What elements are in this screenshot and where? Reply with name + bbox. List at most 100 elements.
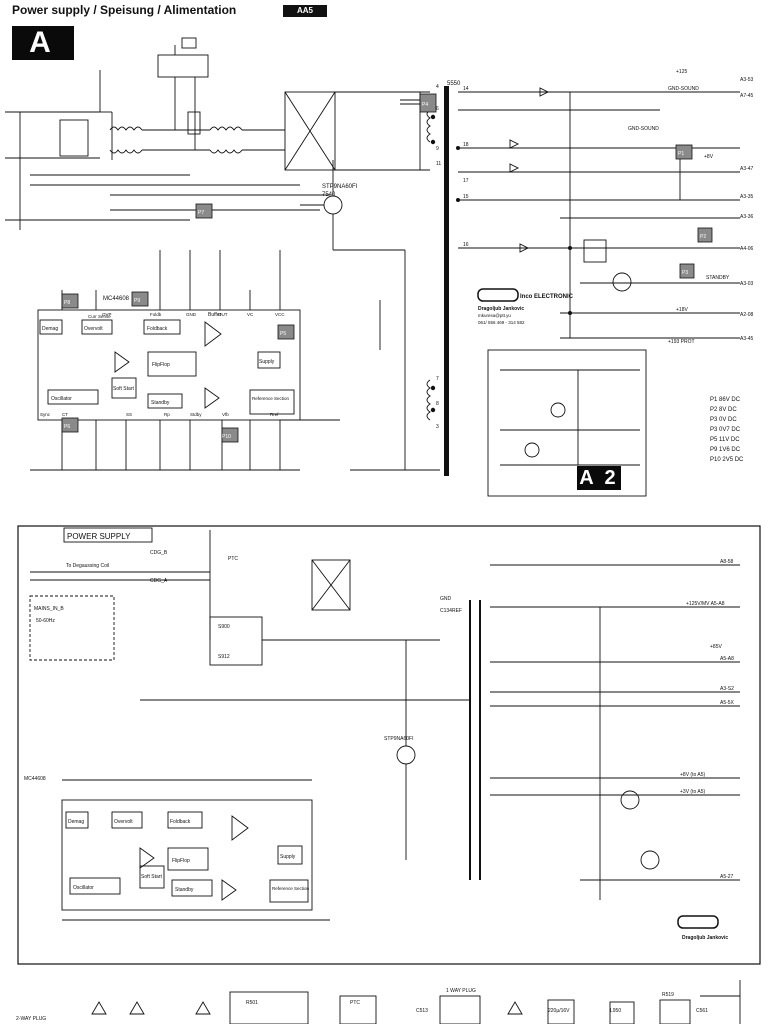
strip-r501: R501 [246,1000,258,1006]
output-gndsound-ref: A7-45 [740,93,754,99]
ic-pin-ovp: OVP [102,312,112,317]
freq-label: 50-60Hz [36,618,55,624]
output-125-ref: A3-53 [740,77,754,83]
tr-pin-left-0: 4 [436,84,439,90]
bottom-ptc: PTC [228,556,238,562]
tr-pin-right-3: 15 [463,194,469,200]
tp-p6: P6 [64,424,70,430]
ic-block-foldback: Foldback [147,326,168,332]
b-ic-oscillator: Oscillator [73,885,94,891]
output-gndsound-label: GND-SOUND [668,86,699,92]
bottom-transistor: STP9NA60FI [384,736,413,742]
legend-row: P2 8V DC [710,407,737,413]
doc-code-badge: AA5 [283,5,327,17]
logo-email: mkuresa@ptt.yu [478,313,511,318]
transformer-ref: 5550 [447,81,461,87]
ic-pin-ct: CT [62,412,68,417]
b-out-3: A5-A8 [720,656,734,662]
tr-pin-left-5: 8 [436,401,439,407]
ic-block-flipflop: FlipFlop [152,362,170,368]
strip-cap: 220µ/16V [548,1008,570,1014]
b-ic-supply: Supply [280,854,296,860]
strip-l950: L950 [610,1008,621,1014]
bottom-gnd: GND [440,596,452,602]
b-ic-overvolt: Overvolt [114,819,133,825]
legend-row: P9 1V6 DC [710,447,741,453]
strip-r519: R519 [662,992,674,998]
b-out-4: A3-S2 [720,686,734,692]
ic-pin-ss: SS [126,412,132,417]
output-8v-label: +8V [704,154,714,160]
b-ic-reference: Reference Section [272,886,310,891]
tp-p5: P5 [280,331,286,337]
degauss-label: To Degaussing Coil [66,563,109,569]
voltage-legend: P1 86V DC P2 8V DC P3 0V DC P3 0V7 DC P5… [710,395,743,465]
bottom-s900: S900 [218,624,230,630]
tp-p8: P8 [64,300,70,306]
strip-c561: C561 [696,1008,708,1014]
logo-brand: Inco ELECTRONIC [520,294,574,300]
ic-pin-vcc: VCC [275,312,285,317]
output-a335-ref: A3-35 [740,194,754,200]
tp-p7: P7 [198,210,204,216]
bottom-s912: S912 [218,654,230,660]
b-out-6: +8V (to A5) [680,772,705,778]
strip-2wayplug: 2-WAY PLUG [16,1016,46,1022]
strip-1wayplug: 1 WAY PLUG [446,988,476,994]
ic-pin-gnd: GND [186,312,197,317]
b-ic-demag: Demag [68,819,84,825]
output-standby-label: STANDBY [706,275,730,281]
ic-block-softstart: Soft Start [113,386,134,392]
ic-block-standby: Standby [151,400,170,406]
mosfet-label: STP9NA60FI [322,184,358,190]
ic-block-overvolt: Overvolt [84,326,103,332]
tr-pin-left-3: 11 [436,161,441,167]
legend-row: P10 2V5 DC [710,457,744,463]
ic-block-reference: Reference Section [252,396,290,401]
mains-label: MAINS_IN_B [34,606,64,612]
ic-pin-vfb: Vfb [222,412,229,417]
strip-c513: C513 [416,1008,428,1014]
output-a406-ref: A4-06 [740,246,754,252]
ic-pin-rref: Rref [270,412,279,417]
logo-name: Dragoljub Jankovic [478,306,524,312]
ic-pin-cursense: Curr Sense [88,314,111,319]
conn-cdg-b: CDG_B [150,550,168,556]
output-gndsound2-label: GND-SOUND [628,126,659,132]
tr-pin-right-1: 18 [463,142,469,148]
legend-row: P3 0V7 DC [710,427,741,433]
tr-pin-left-6: 3 [436,424,439,430]
output-prot-ref: A3-45 [740,336,754,342]
section-a2-badge: A 2 [577,466,621,490]
b-out-5: A5-5X [720,700,735,706]
b-ic-flipflop: FlipFlop [172,858,190,864]
output-18v-label: +18V [676,307,688,313]
tp-p4: P4 [422,102,428,108]
output-standby-ref: A3-03 [740,281,754,287]
ic-block-demag: Demag [42,326,58,332]
power-supply-title: POWER SUPPLY [67,532,131,541]
conn-cdg-a: CDG_A [150,578,168,584]
tp-p10: P10 [222,434,231,440]
ic-pin-out: OUT [218,312,228,317]
section-a1-badge: A 1 [12,26,74,93]
tr-pin-left-4: 7 [436,376,439,382]
b-out-8: A5-27 [720,874,734,880]
tp-p9: P9 [134,298,140,304]
tr-pin-right-0: 14 [463,86,469,92]
ic-block-supply: Supply [259,359,275,365]
mosfet-ref: 7540 [322,192,336,198]
legend-row: P3 0V DC [710,417,737,423]
logo-phone: 061/ 556 469 - 314 582 [478,320,525,325]
output-a336-ref: A3-36 [740,214,754,220]
b-out-1: +125V/MV A5-A8 [686,601,725,607]
b-ic-standby: Standby [175,887,194,893]
tp-p1: P1 [678,151,684,157]
output-8v-ref: A3-47 [740,166,754,172]
ic-pin-vc: VC [247,312,254,317]
bottom-ic-name: MC44608 [24,776,46,782]
tr-pin-left-1: 6 [436,106,439,112]
b-ic-foldback: Foldback [170,819,191,825]
ic-block-buffer: Buffer [208,312,222,318]
